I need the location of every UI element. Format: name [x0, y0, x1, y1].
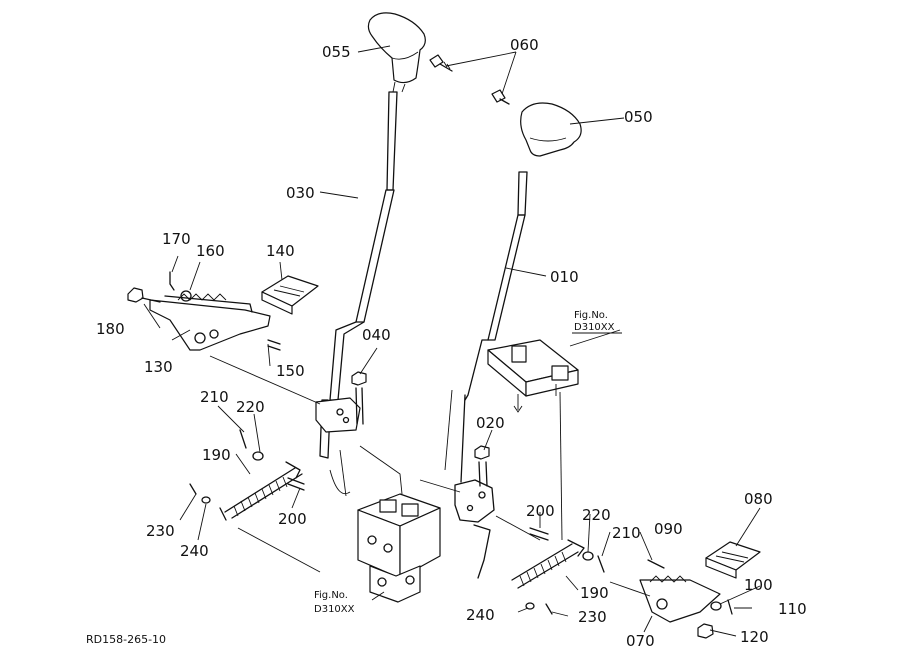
callout-190-right: 190: [580, 584, 609, 602]
lever-010: [454, 171, 528, 579]
washer-240-left-pin-230-left: [189, 483, 211, 504]
control-valve-block: [357, 493, 441, 603]
bracket-plate: [487, 339, 579, 413]
callout-150: 150: [276, 362, 305, 380]
callout-040: 040: [362, 326, 391, 344]
callout-labels: 055 060 050 030 010 170 160 140 180 130 …: [96, 36, 807, 650]
washer-160-pin-170: [169, 271, 192, 302]
assembly-lines: [209, 355, 651, 597]
lever-030: [315, 91, 398, 459]
callout-080: 080: [744, 490, 773, 508]
figure-ref-1-line2: D310XX: [574, 322, 615, 333]
spring-190-right: [511, 539, 585, 589]
callout-220-left: 220: [236, 398, 265, 416]
bolt-040: [351, 371, 367, 425]
bolt-020: [474, 445, 490, 487]
pin-210-left: [239, 429, 247, 449]
callout-210-right: 210: [612, 524, 641, 542]
callout-230-left: 230: [146, 522, 175, 540]
callout-200-right: 200: [526, 502, 555, 520]
knob-050: [520, 102, 582, 157]
callout-090: 090: [654, 520, 683, 538]
callout-020: 020: [476, 414, 505, 432]
link-arm-130: [149, 293, 271, 351]
pin-200-right: [529, 527, 549, 541]
washer-220-left: [252, 451, 264, 461]
callout-070: 070: [626, 632, 655, 650]
callout-130: 130: [144, 358, 173, 376]
callout-120: 120: [740, 628, 769, 646]
callout-140: 140: [266, 242, 295, 260]
bolt-060: [429, 54, 510, 105]
leader-lines: [143, 45, 761, 637]
callout-100: 100: [744, 576, 773, 594]
diagram-id: RD158-265-10: [86, 633, 166, 646]
callout-210-left: 210: [200, 388, 229, 406]
spring-190-left: [219, 461, 303, 521]
callout-160: 160: [196, 242, 225, 260]
knob-055: [367, 12, 426, 93]
callout-060: 060: [510, 36, 539, 54]
link-arm-070: [639, 575, 721, 623]
callout-050: 050: [624, 108, 653, 126]
callout-190-left: 190: [202, 446, 231, 464]
callout-220-right: 220: [582, 506, 611, 524]
pin-200-left: [287, 477, 305, 491]
figure-ref-1-line1: Fig.No.: [574, 310, 608, 321]
nut-120: [697, 623, 714, 639]
callout-240-right: 240: [466, 606, 495, 624]
callout-230-right: 230: [578, 608, 607, 626]
callout-030: 030: [286, 184, 315, 202]
washer-100-pin-110: [710, 599, 733, 615]
pin-090: [647, 559, 665, 569]
callout-240-left: 240: [180, 542, 209, 560]
figure-ref-bracket: Fig.No. D310XX: [572, 310, 622, 334]
callout-180: 180: [96, 320, 125, 338]
pedal-140: [261, 275, 319, 315]
pin-210-right: [597, 555, 605, 573]
pedal-080: [705, 541, 761, 579]
pin-150: [267, 339, 281, 351]
callout-170: 170: [162, 230, 191, 248]
bolt-180: [127, 287, 161, 303]
figure-ref-2-line1: Fig.No.: [314, 590, 348, 601]
callout-110: 110: [778, 600, 807, 618]
callout-010: 010: [550, 268, 579, 286]
callout-055: 055: [322, 43, 351, 61]
figure-ref-valve: Fig.No. D310XX: [314, 590, 355, 615]
washer-240-right-pin-230-right: [525, 602, 553, 615]
callout-200-left: 200: [278, 510, 307, 528]
washer-220-right: [582, 551, 594, 561]
figure-ref-2-line2: D310XX: [314, 604, 355, 615]
